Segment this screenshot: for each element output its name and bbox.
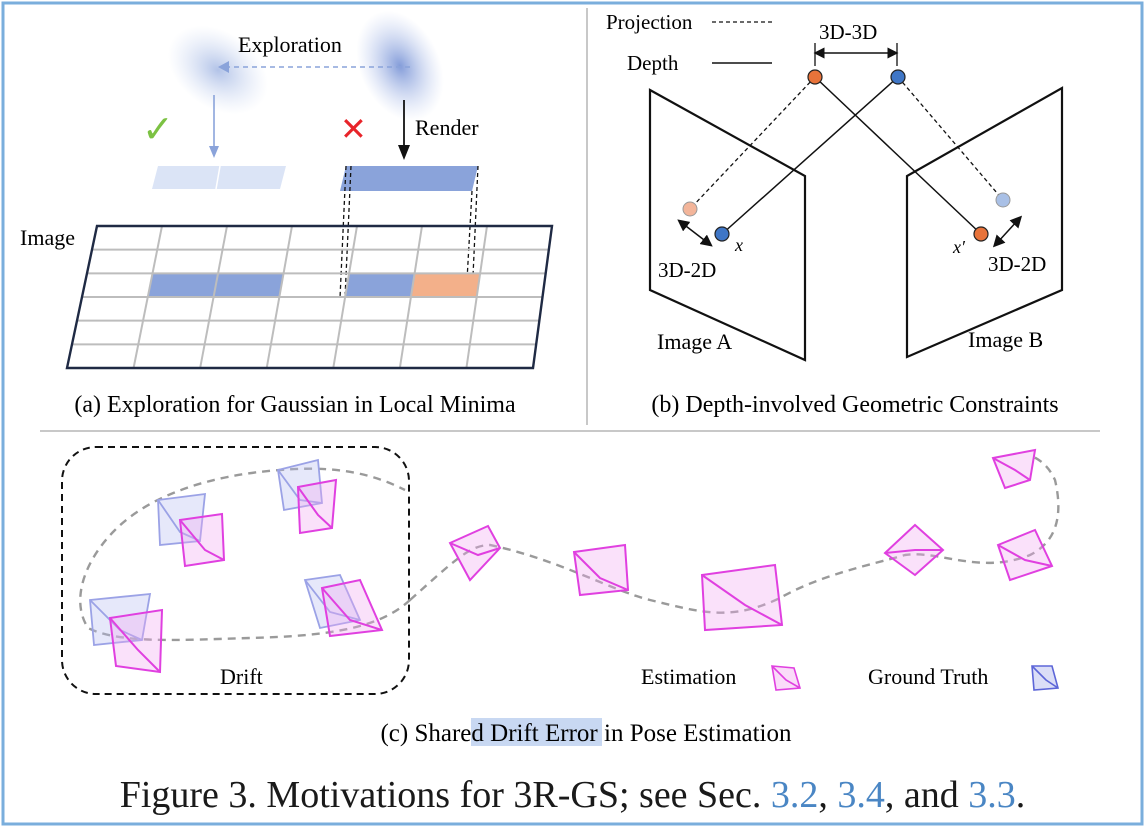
- render-guide: [465, 190, 473, 299]
- projection-ray-b: [897, 76, 1004, 201]
- render-label: Render: [415, 115, 479, 140]
- render-arrowhead: [398, 145, 410, 160]
- estimation-camera: [108, 448, 1054, 674]
- render-guide: [339, 165, 347, 299]
- image-b-plane: [905, 86, 1064, 359]
- grid-cell-highlight: [410, 273, 481, 297]
- image-a-plane: [648, 88, 807, 362]
- image-b-label: Image B: [968, 327, 1043, 352]
- ground-truth-legend-label: Ground Truth: [868, 664, 988, 689]
- caption-c: (c) Shared Drift Error in Pose Estimatio…: [380, 720, 792, 747]
- projection-ray-a: [689, 76, 816, 210]
- gaussian-blob-light: [167, 25, 269, 115]
- depth-ray-a: [721, 76, 899, 235]
- three-d-two-d-right-label: 3D-2D: [988, 252, 1046, 276]
- three-d-two-d-arrow-b: [992, 215, 1023, 248]
- point-x-prime: [973, 226, 989, 242]
- grid-cell-highlight: [345, 273, 415, 297]
- projection-legend-label: Projection: [606, 10, 693, 34]
- exploration-arrowhead: [218, 61, 229, 73]
- x-label: x: [734, 235, 743, 255]
- drift-box: [61, 446, 410, 695]
- depth-legend-label: Depth: [627, 51, 679, 75]
- image-plane-border: [65, 224, 554, 370]
- gaussian-blob-dark: [356, 10, 444, 122]
- image-label: Image: [20, 225, 75, 250]
- panel-b: Projection Depth 3D-3D x x′ 3D-2D 3D-2D …: [606, 10, 1064, 362]
- estimation-legend-icon: [771, 665, 802, 691]
- three-d-three-d-label: 3D-3D: [819, 20, 877, 44]
- render-guide: [344, 165, 352, 299]
- ground-truth-legend-icon: [1031, 665, 1060, 691]
- ref-link[interactable]: 3.2: [770, 774, 819, 816]
- image-grid: [65, 224, 554, 370]
- exploration-label: Exploration: [238, 32, 342, 57]
- caption-b: (b) Depth-involved Geometric Constraints: [651, 392, 1058, 418]
- point-3d-blue: [890, 69, 906, 85]
- image-a-label: Image A: [657, 329, 732, 354]
- patch-divider: [215, 165, 221, 190]
- three-d-two-d-left-label: 3D-2D: [658, 258, 716, 282]
- panel-c: Drift Estimation Ground Truth (c) Shared…: [61, 446, 1060, 747]
- point-x: [714, 226, 730, 242]
- point-3d-orange: [807, 69, 823, 85]
- grid-cell-highlight: [213, 273, 284, 297]
- caption-a: (a) Exploration for Gaussian in Local Mi…: [74, 392, 516, 418]
- render-guide: [471, 165, 479, 299]
- estimation-legend-label: Estimation: [641, 664, 736, 689]
- ref-link[interactable]: 3.3: [968, 774, 1016, 816]
- check-icon: ✓: [142, 107, 174, 151]
- three-d-two-d-arrow-a: [677, 219, 713, 247]
- depth-ray-b: [814, 76, 982, 235]
- cross-icon: ✕: [340, 110, 367, 148]
- drift-error-highlight: [471, 718, 602, 746]
- render-arrowhead-light: [209, 146, 219, 158]
- x-prime-label: x′: [952, 237, 966, 257]
- ref-link[interactable]: 3.4: [837, 774, 885, 816]
- trajectory-path: [79, 453, 1060, 642]
- grid-cell-highlight: [147, 273, 219, 297]
- figure-title: Figure 3. Motivations for 3R-GS; see Sec…: [119, 774, 1026, 816]
- drift-label: Drift: [220, 664, 263, 689]
- projected-point-a: [682, 201, 698, 217]
- projected-patch-light: [152, 166, 286, 189]
- projected-point-b: [995, 192, 1011, 208]
- projected-patch-dark: [340, 166, 478, 191]
- panel-a: Exploration ✓ ✕ Render Image: [20, 10, 554, 370]
